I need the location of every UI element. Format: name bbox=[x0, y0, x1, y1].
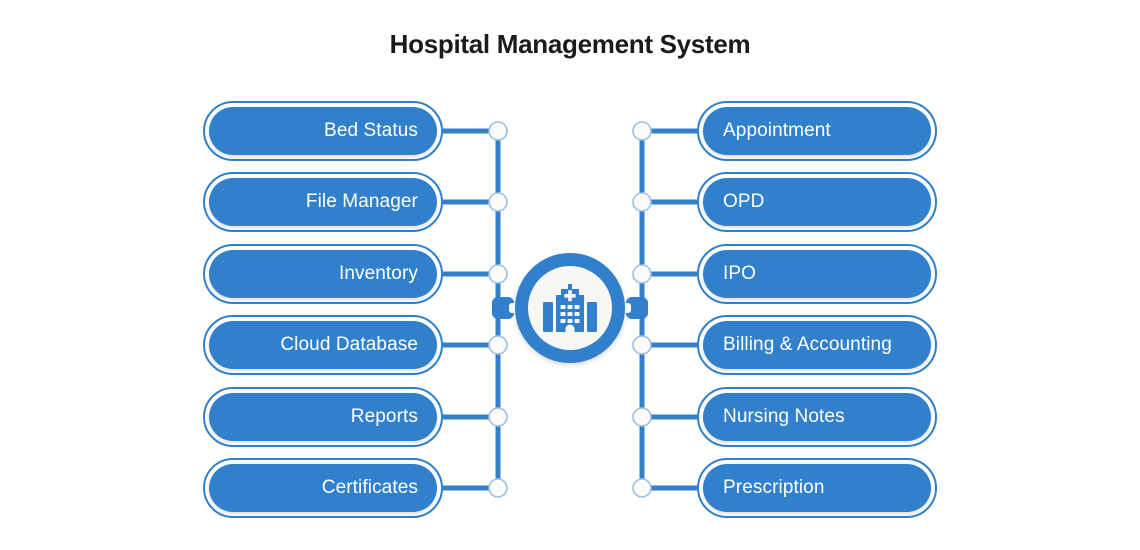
junction-node bbox=[488, 264, 508, 284]
branch-pill-body: Reports bbox=[209, 393, 437, 441]
branch-pill-appointment[interactable]: Appointment bbox=[697, 101, 937, 161]
junction-node bbox=[632, 407, 652, 427]
hospital-building-icon bbox=[543, 284, 597, 332]
junction-node bbox=[632, 335, 652, 355]
branch-pill-body: Cloud Database bbox=[209, 321, 437, 369]
branch-pill-reports[interactable]: Reports bbox=[203, 387, 443, 447]
branch-pill-label: Prescription bbox=[723, 477, 825, 498]
branch-pill-inventory[interactable]: Inventory bbox=[203, 244, 443, 304]
branch-pill-label: Cloud Database bbox=[280, 334, 418, 355]
branch-pill-body: Inventory bbox=[209, 250, 437, 298]
branch-pill-ipo[interactable]: IPO bbox=[697, 244, 937, 304]
branch-pill-nursing-notes[interactable]: Nursing Notes bbox=[697, 387, 937, 447]
branch-pill-label: OPD bbox=[723, 191, 765, 212]
branch-pill-label: Certificates bbox=[321, 477, 418, 498]
branch-pill-body: Certificates bbox=[209, 464, 437, 512]
hub-tab-right bbox=[626, 297, 648, 319]
branch-pill-body: OPD bbox=[703, 178, 931, 226]
hub-tab-left bbox=[492, 297, 514, 319]
branch-pill-body: Prescription bbox=[703, 464, 931, 512]
branch-pill-body: IPO bbox=[703, 250, 931, 298]
junction-node bbox=[488, 407, 508, 427]
branch-pill-label: IPO bbox=[723, 263, 757, 284]
right-junction-nodes bbox=[632, 121, 652, 498]
branch-pill-bed-status[interactable]: Bed Status bbox=[203, 101, 443, 161]
junction-node bbox=[488, 121, 508, 141]
branch-pill-file-manager[interactable]: File Manager bbox=[203, 172, 443, 232]
branch-pill-label: Inventory bbox=[338, 263, 418, 284]
page-title: Hospital Management System bbox=[389, 29, 751, 59]
branch-pill-label: Bed Status bbox=[324, 120, 418, 141]
junction-node bbox=[632, 192, 652, 212]
branch-pill-label: Billing & Accounting bbox=[723, 334, 892, 355]
branch-pill-body: Billing & Accounting bbox=[703, 321, 931, 369]
junction-node bbox=[488, 478, 508, 498]
branch-pill-body: Nursing Notes bbox=[703, 393, 931, 441]
branch-pill-body: Bed Status bbox=[209, 107, 437, 155]
hub-face bbox=[528, 266, 612, 350]
left-junction-nodes bbox=[488, 121, 508, 498]
branch-pill-label: Reports bbox=[350, 406, 418, 427]
branch-pill-certificates[interactable]: Certificates bbox=[203, 458, 443, 518]
center-hub[interactable] bbox=[515, 253, 625, 363]
junction-node bbox=[632, 121, 652, 141]
junction-node bbox=[632, 478, 652, 498]
junction-node bbox=[488, 192, 508, 212]
branch-pill-billing-accounting[interactable]: Billing & Accounting bbox=[697, 315, 937, 375]
branch-pill-cloud-database[interactable]: Cloud Database bbox=[203, 315, 443, 375]
branch-pill-prescription[interactable]: Prescription bbox=[697, 458, 937, 518]
branch-pill-label: File Manager bbox=[305, 191, 418, 212]
branch-pill-body: File Manager bbox=[209, 178, 437, 226]
branch-pill-label: Appointment bbox=[723, 120, 831, 141]
junction-node bbox=[632, 264, 652, 284]
branch-pill-label: Nursing Notes bbox=[723, 406, 845, 427]
branch-pill-body: Appointment bbox=[703, 107, 931, 155]
junction-node bbox=[488, 335, 508, 355]
branch-pill-opd[interactable]: OPD bbox=[697, 172, 937, 232]
